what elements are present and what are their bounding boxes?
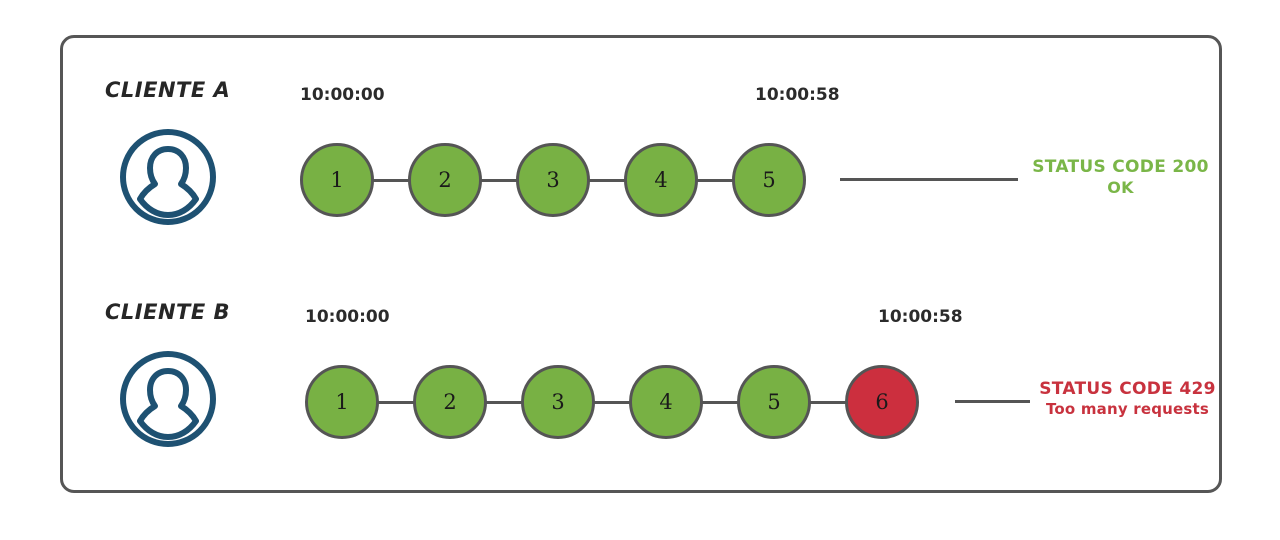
timestamp-a-end: 10:00:58 [755, 85, 840, 105]
request-chain-a: 1 2 3 4 5 [300, 141, 806, 219]
diagram-frame [60, 35, 1222, 493]
node-connector [486, 400, 522, 404]
request-node[interactable]: 4 [629, 365, 703, 439]
status-label-a: STATUS CODE 200 OK [1018, 157, 1223, 198]
status-message-line: OK [1107, 178, 1134, 198]
request-chain-b: 1 2 3 4 5 6 [305, 363, 919, 441]
request-node[interactable]: 3 [516, 143, 590, 217]
node-connector [594, 400, 630, 404]
response-line-a [840, 178, 1018, 181]
request-node[interactable]: 2 [413, 365, 487, 439]
node-connector [702, 400, 738, 404]
timestamp-b-end: 10:00:58 [878, 307, 963, 327]
request-node[interactable]: 5 [732, 143, 806, 217]
request-node[interactable]: 2 [408, 143, 482, 217]
node-connector [378, 400, 414, 404]
request-node[interactable]: 5 [737, 365, 811, 439]
node-connector [697, 178, 733, 182]
timestamp-b-start: 10:00:00 [305, 307, 390, 327]
request-node[interactable]: 4 [624, 143, 698, 217]
node-connector [373, 178, 409, 182]
status-code-line: STATUS CODE 200 [1032, 157, 1209, 177]
user-avatar-icon [118, 127, 218, 227]
request-node-rejected[interactable]: 6 [845, 365, 919, 439]
request-node[interactable]: 1 [300, 143, 374, 217]
status-message-line: Too many requests [1045, 400, 1210, 419]
status-label-b: STATUS CODE 429 Too many requests [1025, 379, 1230, 419]
timestamp-a-start: 10:00:00 [300, 85, 385, 105]
response-line-b [955, 400, 1030, 403]
request-node[interactable]: 3 [521, 365, 595, 439]
status-code-line: STATUS CODE 429 [1039, 379, 1216, 399]
client-label-b: CLIENTE B [105, 300, 231, 324]
client-label-a: CLIENTE A [105, 78, 231, 102]
node-connector [481, 178, 517, 182]
user-avatar-icon [118, 349, 218, 449]
request-node[interactable]: 1 [305, 365, 379, 439]
node-connector [810, 400, 846, 404]
node-connector [589, 178, 625, 182]
